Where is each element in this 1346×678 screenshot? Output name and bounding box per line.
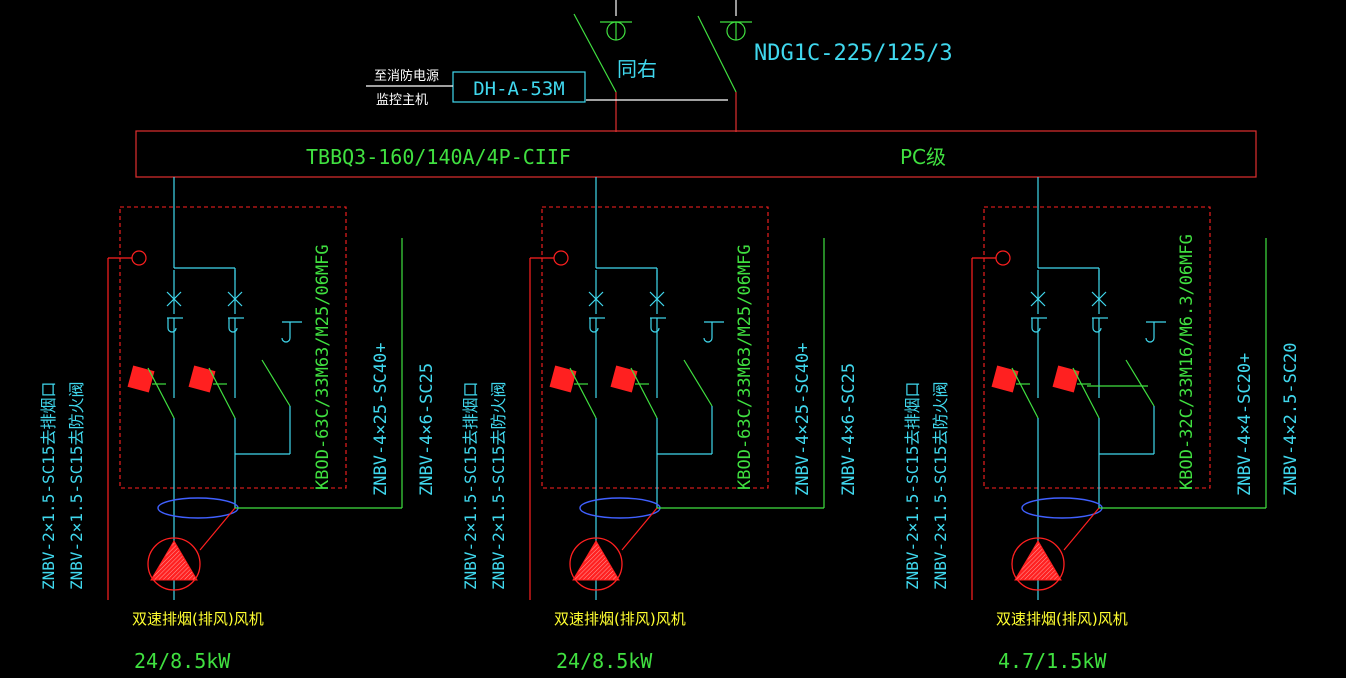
contactor-high-speed-hook xyxy=(167,318,177,333)
load-name: 双速排烟(排风)风机 xyxy=(996,610,1128,628)
incoming-breaker-right xyxy=(697,0,752,132)
monitor-note-line1: 至消防电源 xyxy=(374,68,439,84)
fan-motor-circle xyxy=(569,537,623,591)
load-power: 24/8.5kW xyxy=(556,649,653,673)
busbar-box xyxy=(135,130,1257,178)
switch-blade-2 xyxy=(630,367,658,419)
power-cable-label-2: ZNBV-4×6-SC25 xyxy=(417,363,437,496)
load-power: 4.7/1.5kW xyxy=(998,649,1107,673)
contactor-high-speed-hook xyxy=(589,318,599,333)
control-cable-label-2: ZNBV-2×1.5-SC15去防火阀 xyxy=(931,382,950,591)
fan-motor-circle xyxy=(1011,537,1065,591)
feeder-circuit-1: KBOD-63C/33M63/M25/06MFG ZNBV-4×25-SC40+ Z… xyxy=(39,177,437,673)
power-cable-label-1: ZNBV-4×4-SC20+ xyxy=(1235,353,1255,496)
motor-lead xyxy=(621,507,658,551)
starter-enclosure xyxy=(119,206,347,489)
starter-enclosure xyxy=(541,206,769,489)
busbar-model: TBBQ3-160/140A/4P-CIIF xyxy=(306,145,571,169)
switch-blade-1 xyxy=(147,367,175,419)
switch-blade-2 xyxy=(208,367,236,419)
fan-motor-icon xyxy=(1014,540,1062,581)
control-cable-label-2: ZNBV-2×1.5-SC15去防火阀 xyxy=(67,382,86,591)
feeder-circuit-3: KBOD-32C/33M16/M6.3/06MFG ZNBV-4×4-SC20+ Z… xyxy=(903,177,1301,673)
starter-enclosure xyxy=(983,206,1211,489)
busbar-level: PC级 xyxy=(900,145,946,169)
load-name: 双速排烟(排风)风机 xyxy=(554,610,686,628)
incoming-breakers: 同右 NDG1C-225/125/3 xyxy=(573,0,953,132)
cable-bundle xyxy=(579,497,661,519)
overload-relay-1 xyxy=(549,365,577,393)
starter-model-label: KBOD-63C/33M63/M25/06MFG xyxy=(313,244,333,490)
overload-relay-1 xyxy=(127,365,155,393)
contactor-low-speed-hook xyxy=(1092,318,1102,333)
load-power: 24/8.5kW xyxy=(134,649,231,673)
feeder-circuit-2: KBOD-63C/33M63/M25/06MFG ZNBV-4×25-SC40+ Z… xyxy=(461,177,859,673)
overload-relay-2 xyxy=(188,365,216,393)
switch-blade-3 xyxy=(261,359,291,407)
power-cable-label-2: ZNBV-4×2.5-SC20 xyxy=(1281,342,1301,496)
monitor-module-box xyxy=(452,71,586,103)
switch-blade-1 xyxy=(1011,367,1039,419)
control-cable-label-1: ZNBV-2×1.5-SC15去排烟口 xyxy=(903,382,922,591)
contactor-high-speed-hook xyxy=(1031,318,1041,333)
aux-contact-hook xyxy=(1145,322,1155,343)
monitor-note-line2: 监控主机 xyxy=(376,93,428,108)
control-terminal xyxy=(553,250,569,266)
switch-blade-3 xyxy=(1125,359,1155,407)
power-cable-label-1: ZNBV-4×25-SC40+ xyxy=(371,342,391,496)
switch-blade-1 xyxy=(569,367,597,419)
motor-lead xyxy=(199,507,236,551)
busbar: TBBQ3-160/140A/4P-CIIF PC级 xyxy=(135,130,1257,178)
overload-relay-1 xyxy=(991,365,1019,393)
overload-relay-2 xyxy=(1052,365,1080,393)
breaker-label-same-as-right: 同右 xyxy=(617,57,657,81)
cable-bundle xyxy=(157,497,239,519)
motor-lead xyxy=(1063,507,1100,551)
control-cable-label-1: ZNBV-2×1.5-SC15去排烟口 xyxy=(461,382,480,591)
monitor-module-label: DH-A-53M xyxy=(473,78,565,100)
cable-bundle xyxy=(1021,497,1103,519)
power-cable-label-1: ZNBV-4×25-SC40+ xyxy=(793,342,813,496)
switch-blade-3 xyxy=(683,359,713,407)
feeder-circuits: KBOD-63C/33M63/M25/06MFG ZNBV-4×25-SC40+ Z… xyxy=(39,177,1301,673)
contactor-low-speed-hook xyxy=(228,318,238,333)
aux-contact-hook xyxy=(281,322,291,343)
power-monitor: DH-A-53M 至消防电源 监控主机 xyxy=(366,68,586,108)
control-cable-label-2: ZNBV-2×1.5-SC15去防火阀 xyxy=(489,382,508,591)
breaker-model-label: NDG1C-225/125/3 xyxy=(754,41,953,66)
power-cable-label-2: ZNBV-4×6-SC25 xyxy=(839,363,859,496)
fan-motor-circle xyxy=(147,537,201,591)
load-name: 双速排烟(排风)风机 xyxy=(132,610,264,628)
overload-relay-2 xyxy=(610,365,638,393)
starter-model-label: KBOD-63C/33M63/M25/06MFG xyxy=(735,244,755,490)
incoming-breaker-left xyxy=(573,0,632,132)
fan-motor-icon xyxy=(572,540,620,581)
control-cable-label-1: ZNBV-2×1.5-SC15去排烟口 xyxy=(39,382,58,591)
fan-motor-icon xyxy=(150,540,198,581)
control-terminal xyxy=(131,250,147,266)
aux-contact-hook xyxy=(703,322,713,343)
contactor-low-speed-hook xyxy=(650,318,660,333)
starter-model-label: KBOD-32C/33M16/M6.3/06MFG xyxy=(1177,234,1197,490)
switch-blade-2 xyxy=(1072,367,1100,419)
control-terminal xyxy=(995,250,1011,266)
